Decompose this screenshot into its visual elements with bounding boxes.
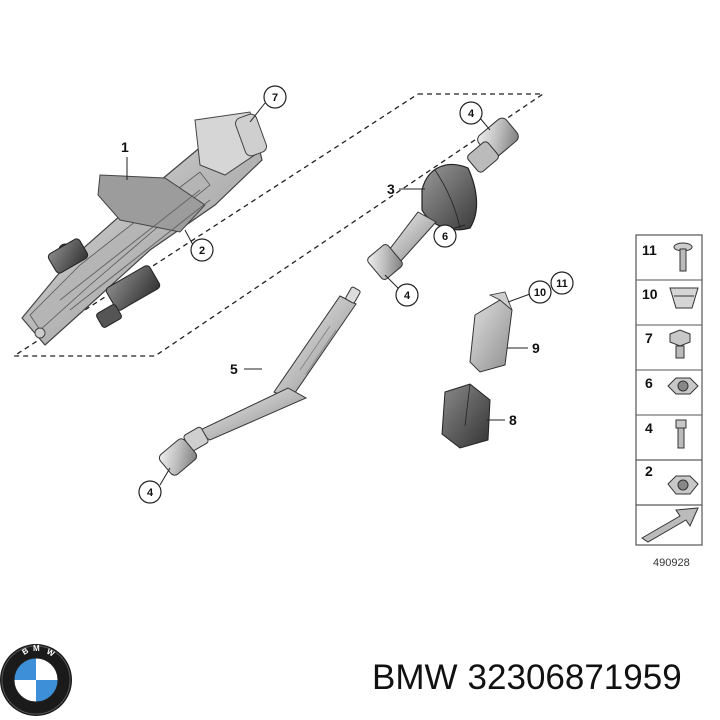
legend-item-7[interactable]: 7 xyxy=(645,329,691,359)
callout-7[interactable]: 7 xyxy=(249,85,287,123)
mounting-bracket xyxy=(469,291,513,373)
direction-arrow-icon xyxy=(641,507,699,543)
brand-name: BMW xyxy=(372,658,458,697)
callout-2[interactable]: 2 xyxy=(184,229,214,262)
label-3[interactable]: 3 xyxy=(387,181,425,197)
callout-4-middle-text: 4 xyxy=(404,290,411,302)
callout-4-middle[interactable]: 4 xyxy=(384,274,419,307)
label-8[interactable]: 8 xyxy=(487,412,517,428)
callout-4-bottom[interactable]: 4 xyxy=(138,467,171,504)
label-8-text: 8 xyxy=(509,412,517,428)
callout-10[interactable]: 10 xyxy=(507,280,552,304)
control-unit xyxy=(441,383,491,449)
legend-item-2-number: 2 xyxy=(645,463,653,479)
callout-6-text: 6 xyxy=(442,231,448,243)
electric-adjust-motor-2 xyxy=(47,238,89,274)
label-3-text: 3 xyxy=(387,181,395,197)
legend-item-4[interactable]: 4 xyxy=(645,419,687,449)
callout-7-text: 7 xyxy=(272,92,278,104)
callout-2-text: 2 xyxy=(199,245,205,257)
intermediate-shaft xyxy=(183,286,361,452)
callout-4-top[interactable]: 4 xyxy=(459,101,491,131)
callout-6[interactable]: 6 xyxy=(433,224,466,248)
upper-universal-joint xyxy=(467,117,519,173)
legend-item-4-number: 4 xyxy=(645,420,653,436)
steering-column-assembly xyxy=(21,111,267,346)
callout-4-top-text: 4 xyxy=(468,108,475,120)
callout-4-bottom-text: 4 xyxy=(147,487,154,499)
svg-text:B: B xyxy=(21,646,31,657)
legend-item-11-number: 11 xyxy=(642,242,657,258)
callout-10-text: 10 xyxy=(534,287,546,299)
legend-item-11[interactable]: 11 xyxy=(642,242,693,272)
label-5[interactable]: 5 xyxy=(230,361,262,377)
label-9-text: 9 xyxy=(532,340,540,356)
label-5-text: 5 xyxy=(230,361,238,377)
callout-11[interactable]: 11 xyxy=(550,271,574,295)
legend-item-6[interactable]: 6 xyxy=(645,375,699,395)
legend-item-7-number: 7 xyxy=(645,330,653,346)
lower-universal-joint xyxy=(158,438,198,476)
legend-item-10[interactable]: 10 xyxy=(642,286,699,309)
svg-text:M: M xyxy=(33,644,40,653)
hardware-legend xyxy=(635,234,703,546)
callout-11-text: 11 xyxy=(556,278,568,290)
legend-item-2[interactable]: 2 xyxy=(645,463,699,495)
legend-item-10-number: 10 xyxy=(642,286,658,302)
label-1-text: 1 xyxy=(121,139,129,155)
svg-text:W: W xyxy=(45,647,56,659)
legend-item-6-number: 6 xyxy=(645,375,653,391)
label-9[interactable]: 9 xyxy=(507,340,540,356)
electric-adjust-motor xyxy=(96,265,161,328)
bmw-logo: B M W xyxy=(0,644,72,716)
diagram-code: 490928 xyxy=(653,557,690,569)
part-number: 32306871959 xyxy=(467,658,682,697)
middle-universal-joint xyxy=(367,244,403,280)
label-1[interactable]: 1 xyxy=(121,139,129,180)
steering-boot xyxy=(421,163,478,231)
